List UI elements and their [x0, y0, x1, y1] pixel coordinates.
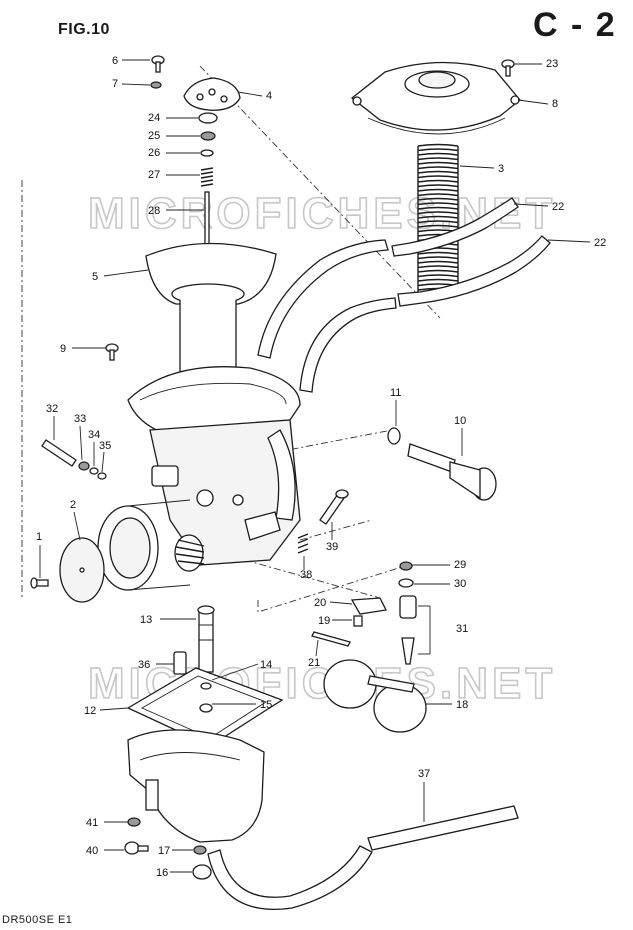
- callout-16: 16: [156, 867, 168, 879]
- callout-36: 36: [138, 659, 150, 671]
- callout-37: 37: [418, 768, 430, 780]
- pilot-jet: [173, 651, 187, 675]
- leader-line-5: [103, 269, 149, 277]
- needle-valve-set: [398, 561, 417, 665]
- callout-18: 18: [456, 699, 468, 711]
- callout-8: 8: [552, 98, 558, 110]
- leader-line-22b: [547, 239, 591, 243]
- leader-lines: [39, 59, 591, 873]
- leader-line-20: [329, 601, 353, 605]
- leader-line-35: [101, 451, 105, 473]
- callout-40: 40: [86, 845, 98, 857]
- main-nozzle: [197, 605, 215, 673]
- idle-screw-set: [41, 439, 107, 480]
- leader-line-33: [79, 425, 83, 461]
- callout-5: 5: [92, 271, 98, 283]
- callout-41: 41: [86, 817, 98, 829]
- callout-29: 29: [454, 559, 466, 571]
- callout-19: 19: [318, 615, 330, 627]
- screw-9: [105, 343, 119, 361]
- callout-30: 30: [454, 578, 466, 590]
- page-code: C - 2: [533, 6, 617, 44]
- diaphragm-plate: [183, 77, 241, 111]
- leader-line-8: [517, 99, 549, 105]
- leader-line-3: [459, 165, 495, 169]
- leader-line-2: [73, 511, 81, 541]
- callout-4: 4: [266, 90, 272, 102]
- callout-17: 17: [158, 845, 170, 857]
- callout-7: 7: [112, 78, 118, 90]
- callout-22a: 22: [552, 201, 564, 213]
- callout-38: 38: [300, 569, 312, 581]
- model-code: DR500SE E1: [2, 914, 73, 926]
- figure-label: FIG.10: [58, 21, 110, 38]
- leader-line-4: [237, 91, 263, 97]
- callout-28: 28: [148, 205, 160, 217]
- callout-26: 26: [148, 147, 160, 159]
- screw-1: [30, 577, 49, 589]
- callout-10: 10: [454, 415, 466, 427]
- callout-13: 13: [140, 614, 152, 626]
- callout-22b: 22: [594, 237, 606, 249]
- leader-line-7: [121, 83, 151, 86]
- carburetor-body: [127, 366, 301, 566]
- callout-34: 34: [88, 429, 100, 441]
- callout-23: 23: [546, 58, 558, 70]
- callout-20: 20: [314, 597, 326, 609]
- callout-27: 27: [148, 169, 160, 181]
- callout-11: 11: [390, 387, 401, 399]
- callout-25: 25: [148, 130, 160, 142]
- callout-21: 21: [308, 657, 320, 669]
- leader-line-14: [211, 663, 259, 681]
- screw-6: [151, 55, 165, 73]
- washer-7: [150, 81, 162, 89]
- float-valve: [199, 682, 213, 713]
- vent-hoses: [257, 197, 551, 393]
- overflow-hose: [207, 805, 519, 910]
- callout-31: 31: [456, 623, 468, 635]
- callout-24: 24: [148, 112, 160, 124]
- drain-screws: [124, 817, 212, 880]
- leader-line-21: [315, 639, 319, 657]
- callout-35: 35: [99, 440, 111, 452]
- callout-33: 33: [74, 413, 86, 425]
- callout-1: 1: [36, 531, 42, 543]
- leader-line-22a: [513, 203, 549, 207]
- callout-32: 32: [46, 403, 58, 415]
- slide-spring: [417, 143, 459, 292]
- callout-39: 39: [326, 541, 338, 553]
- leader-line-12: [99, 707, 129, 711]
- screw-23: [501, 59, 515, 77]
- callout-9: 9: [60, 343, 66, 355]
- float-chamber: [127, 729, 265, 843]
- top-cap: [350, 61, 521, 135]
- spring-38: [297, 533, 309, 554]
- callout-14: 14: [260, 659, 272, 671]
- callout-3: 3: [498, 163, 504, 175]
- choke-plunger: [387, 427, 497, 501]
- callout-12: 12: [84, 705, 96, 717]
- callout-6: 6: [112, 55, 118, 67]
- callout-2: 2: [70, 499, 76, 511]
- float: [323, 659, 427, 733]
- cover-disc: [59, 537, 105, 603]
- callout-15: 15: [260, 699, 272, 711]
- screw-39: [319, 489, 349, 525]
- float-pin-bracket: [311, 597, 387, 647]
- intake-bore: [97, 499, 205, 591]
- callout-labels: 1234567891011121314151617181920212222232…: [36, 55, 606, 879]
